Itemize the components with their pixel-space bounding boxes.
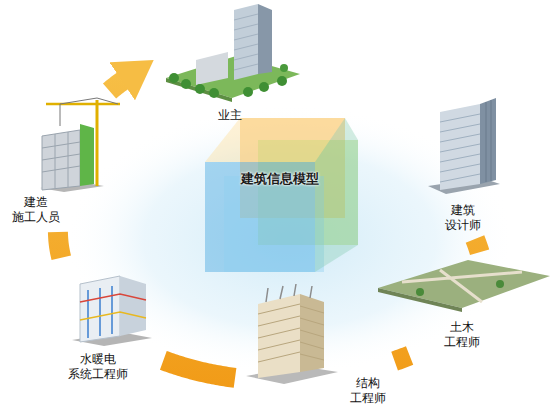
building-stripes [486, 100, 491, 182]
lawn [166, 56, 300, 98]
owner-node: 业主 [160, 5, 300, 125]
building-windows [440, 114, 480, 182]
land-plot [378, 260, 550, 308]
tower-side [258, 4, 272, 74]
building-side [120, 276, 146, 336]
architect-node: 建筑 设计师 [418, 98, 508, 235]
model-face [224, 176, 324, 272]
building-front [80, 276, 120, 342]
role-label: 水暖电 系统工程师 [68, 352, 128, 382]
electric-line [80, 312, 146, 320]
building-front [440, 104, 480, 190]
flow-arrow [475, 239, 480, 252]
civil-engineer-node: 土木 工程师 [372, 256, 552, 352]
building-frame [42, 130, 80, 190]
role-label: 业主 [218, 108, 242, 123]
tower-windows [234, 14, 258, 70]
crane-mast [96, 100, 99, 186]
tree [416, 288, 424, 296]
mep-engineer-node: 水暖电 系统工程师 [35, 262, 160, 384]
flow-arrow [110, 80, 124, 91]
flow-arrow [58, 232, 61, 258]
model-side [315, 118, 358, 272]
tree [277, 76, 287, 86]
crane-cable [60, 98, 118, 126]
road [402, 270, 522, 302]
roof-spires [266, 284, 312, 302]
tree [496, 280, 504, 288]
tree [259, 82, 269, 92]
tree [181, 79, 191, 89]
tree [169, 73, 179, 83]
green-scaffold [80, 124, 94, 186]
role-label: 结构 工程师 [350, 376, 386, 406]
role-label: 土木 工程师 [444, 320, 480, 350]
land-edge [378, 288, 462, 312]
flow-arrow [163, 360, 235, 378]
water-pipes [88, 286, 112, 338]
role-label: 建造 施工人员 [12, 195, 60, 225]
tree [195, 84, 205, 94]
structural-engineer-node: 结构 工程师 [240, 284, 390, 408]
frame-lines [42, 132, 80, 188]
flow-arrow [395, 356, 410, 362]
floor-lines [258, 304, 324, 362]
building-side [480, 98, 496, 184]
heating-pipe [80, 294, 146, 302]
role-label: 建筑 设计师 [445, 203, 481, 233]
tree [209, 88, 219, 98]
crane-jib [46, 103, 120, 106]
builder-node: 建造 施工人员 [8, 95, 123, 227]
tower-front [234, 4, 258, 80]
tree [280, 64, 288, 72]
bim-model-node: 建筑信息模型 [200, 115, 360, 280]
low-building [196, 52, 228, 85]
model-title: 建筑信息模型 [241, 171, 319, 187]
tree [243, 87, 253, 97]
